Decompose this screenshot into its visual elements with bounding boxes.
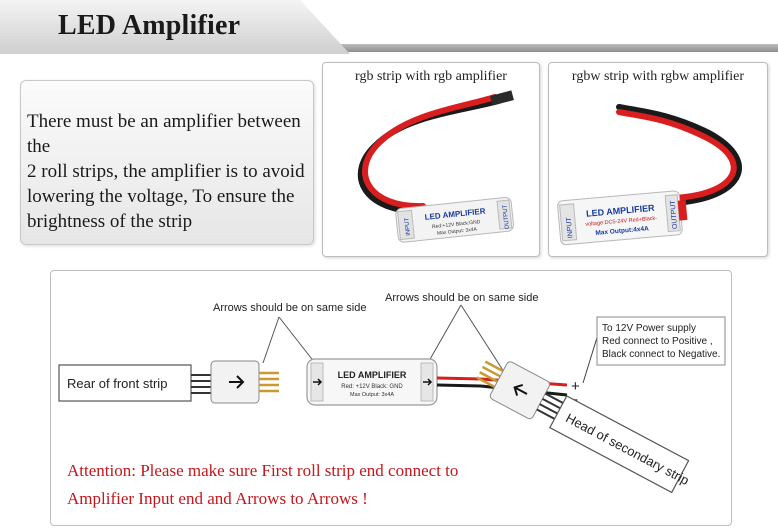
info-line: brightness of the strip	[27, 211, 193, 232]
minus-sign: -	[573, 391, 578, 408]
power-note-line: Red connect to Positive ,	[602, 336, 713, 347]
attention-line: Amplifier Input end and Arrows to Arrows…	[67, 489, 368, 508]
diagram-amp-title: LED AMPLIFIER	[338, 370, 407, 380]
photo-amp-max: Max Output:4x4A	[595, 225, 649, 237]
rgb-amplifier-illustration: LED AMPLIFIER Red:+12V Black:GND Max Out…	[357, 90, 515, 243]
photo-amp-output: OUTPUT	[670, 199, 680, 229]
header-stripe	[0, 44, 778, 52]
arrow-icon	[313, 378, 323, 386]
photo-rgb-amplifier: LED AMPLIFIER Red:+12V Black:GND Max Out…	[322, 62, 540, 257]
photo-caption: rgb strip with rgb amplifier	[355, 69, 507, 84]
photo-caption: rgbw strip with rgbw amplifier	[571, 69, 745, 84]
info-text: There must be an amplifier between the 2…	[27, 109, 313, 234]
arrow-icon	[513, 383, 528, 396]
info-line: There must be an amplifier between the	[27, 111, 301, 157]
header-banner	[0, 0, 350, 54]
diagram-amp-spec: Red: +12V Black: GND	[341, 384, 403, 390]
arrows-note-left: Arrows should be on same side	[213, 302, 366, 314]
photo-amp-spec: Red:+12V Black:GND	[432, 219, 481, 230]
photo-amp-input: INPUT	[566, 216, 575, 238]
page-title: LED Amplifier	[58, 10, 241, 41]
photo-amp-input: INPUT	[404, 217, 412, 236]
arrows-note-right: Arrows should be on same side	[385, 292, 538, 304]
power-note-line: To 12V Power supply	[602, 323, 696, 334]
info-line: lowering the voltage, To ensure the	[27, 186, 295, 207]
rgbw-amplifier-illustration: LED AMPLIFIER voltage:DC5-24V Red+Black-…	[557, 104, 742, 246]
attention-line: Attention: Please make sure First roll s…	[67, 461, 459, 480]
info-box: There must be an amplifier between the 2…	[20, 80, 314, 245]
diagram-amp-max: Max Output: 3x4A	[350, 392, 394, 398]
arrow-icon	[229, 375, 245, 389]
power-note-line: Black connect to Negative.	[602, 349, 720, 360]
secondary-strip-label: Head of secondary strip	[563, 410, 691, 488]
photo-rgbw-amplifier: LED AMPLIFIER voltage:DC5-24V Red+Black-…	[548, 62, 768, 257]
photo-amp-max: Max Output: 3x4A	[437, 226, 478, 236]
wiring-diagram-drawing: Arrows should be on same side Arrows sho…	[58, 292, 726, 494]
wiring-diagram: Arrows should be on same side Arrows sho…	[50, 270, 732, 526]
info-line: 2 roll strips, the amplifier is to avoid	[27, 161, 305, 182]
photo-amp-output: OUTPUT	[502, 204, 511, 229]
front-strip-label: Rear of front strip	[67, 376, 167, 391]
arrow-icon	[423, 378, 433, 386]
plus-sign: +	[571, 378, 580, 395]
